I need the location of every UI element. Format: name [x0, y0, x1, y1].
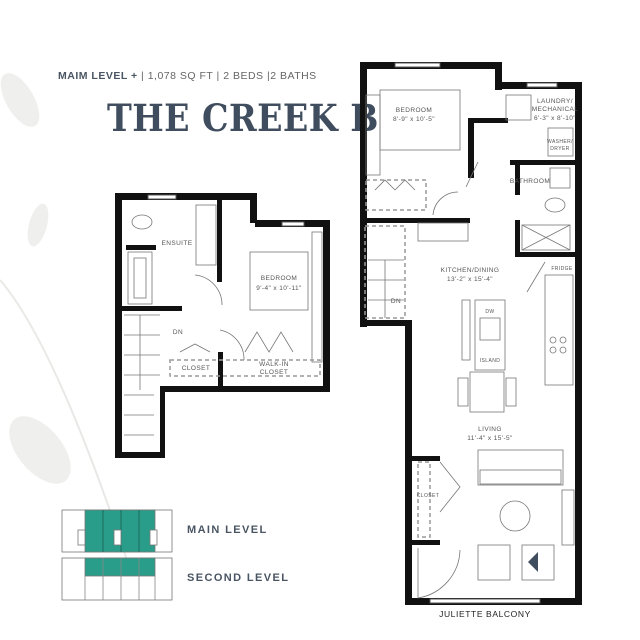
ensuite-label: ENSUITE	[162, 240, 193, 247]
north-arrow-icon	[528, 552, 538, 572]
leaf-decoration	[0, 73, 141, 601]
kitchen-label: KITCHEN/DINING	[441, 267, 500, 274]
stairs-down-label: DN	[391, 298, 401, 305]
bedroom-label: BEDROOM	[396, 107, 432, 114]
bedroom-dimensions: 8'-9" x 10'-5"	[393, 116, 435, 123]
page-title: THE CREEK B	[107, 96, 379, 140]
dishwasher-label: DW	[485, 309, 494, 315]
key-plan-main-level-label: MAIN LEVEL	[187, 524, 268, 536]
second-floor-plan: ENSUITE BEDROOM 9'-4" x 10'-11" DN CLOSE…	[115, 193, 330, 458]
level-label: MAIM LEVEL +	[58, 70, 138, 82]
living-label: LIVING	[478, 426, 502, 433]
mechanical-label: MECHANICAL	[532, 106, 579, 113]
laundry-label: LAUNDRY/	[537, 98, 573, 105]
island-label: ISLAND	[480, 358, 500, 364]
separator: |	[141, 70, 145, 82]
separator: |	[266, 70, 271, 82]
separator: |	[216, 70, 220, 82]
kitchen-dimensions: 13'-2" x 15'-4"	[447, 276, 493, 283]
laundry-dimensions: 6'-3" x 8'-10"	[534, 115, 576, 122]
bathroom-label: BATHROOM	[510, 178, 550, 185]
living-dimensions: 11'-4" x 15'-5"	[467, 435, 513, 442]
juliette-balcony-label: JULIETTE BALCONY	[439, 609, 531, 619]
main-floor-plan: BEDROOM 8'-9" x 10'-5" LAUNDRY/ MECHANIC…	[360, 62, 582, 619]
unit-summary: MAIM LEVEL + | 1,078 SQ FT | 2 BEDS |2 B…	[58, 70, 317, 82]
beds-label: 2 BEDS	[223, 70, 264, 82]
washer-label: WASHER/	[547, 139, 573, 145]
closet-label: CLOSET	[182, 365, 210, 372]
key-plan	[61, 509, 173, 601]
closet-label: CLOSET	[417, 493, 439, 499]
baths-label: 2 BATHS	[270, 70, 317, 82]
walkin-closet-label-2: CLOSET	[260, 369, 288, 376]
key-plan-second-level-label: SECOND LEVEL	[187, 572, 290, 584]
stairs-down-label: DN	[173, 329, 183, 336]
bedroom-label: BEDROOM	[261, 275, 297, 282]
bedroom-dimensions: 9'-4" x 10'-11"	[256, 285, 302, 292]
dryer-label: DRYER	[550, 146, 569, 152]
fridge-label: FRIDGE	[551, 266, 573, 272]
walkin-closet-label: WALK-IN	[259, 361, 289, 368]
area-label: 1,078 SQ FT	[147, 70, 214, 82]
